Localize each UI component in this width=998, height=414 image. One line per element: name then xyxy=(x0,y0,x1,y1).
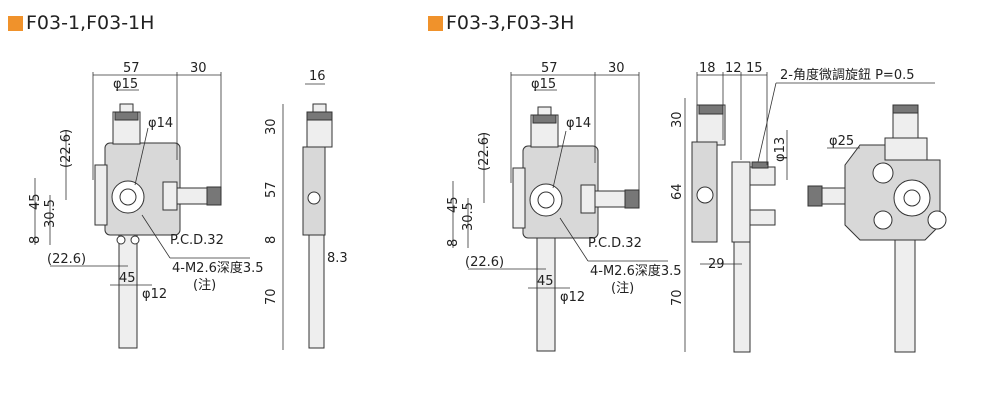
note-label: (注) xyxy=(611,281,634,296)
dim-18: 18 xyxy=(699,61,716,76)
dim-30: 30 xyxy=(670,111,685,128)
dim-8-3: 8.3 xyxy=(327,251,348,266)
tap-label: 4-M2.6深度3.5 xyxy=(590,263,682,279)
dim-22-6-vertical: (22.6) xyxy=(59,129,74,168)
tap-label: 4-M2.6深度3.5 xyxy=(172,260,264,276)
title-text: F03-1,F03-1H xyxy=(26,12,155,34)
dim-45-horizontal: 45 xyxy=(537,274,554,289)
dim-phi13: φ13 xyxy=(773,137,788,162)
dim-22-6-vertical: (22.6) xyxy=(477,132,492,171)
dim-phi14: φ14 xyxy=(148,116,173,131)
dim-45-horizontal: 45 xyxy=(119,271,136,286)
dim-phi12: φ12 xyxy=(142,287,167,302)
fine-adjust-knob-label: 2-角度微調旋鈕 P=0.5 xyxy=(780,67,915,83)
dim-45-vertical: 45 xyxy=(28,193,43,210)
dim-12: 12 xyxy=(725,61,742,76)
orange-square-icon xyxy=(8,15,23,31)
dim-22-6-horizontal: (22.6) xyxy=(47,252,86,267)
dim-15: 15 xyxy=(746,61,763,76)
dim-8: 8 xyxy=(264,236,279,244)
dim-70: 70 xyxy=(670,289,685,306)
dim-phi15: φ15 xyxy=(531,77,556,92)
dim-8: 8 xyxy=(28,236,43,244)
dim-width-57: 57 xyxy=(123,61,140,76)
dim-phi25: φ25 xyxy=(829,134,854,149)
dim-phi15: φ15 xyxy=(113,77,138,92)
dim-29: 29 xyxy=(708,257,725,272)
dim-phi14: φ14 xyxy=(566,116,591,131)
title-text: F03-3,F03-3H xyxy=(446,12,575,34)
dim-30-5: 30.5 xyxy=(43,199,58,228)
section-title-f03-3: F03-3,F03-3H xyxy=(428,12,574,34)
side-view-f03-1: 16 30 57 8 8.3 70 xyxy=(264,69,348,350)
dim-30-5: 30.5 xyxy=(461,202,476,231)
pcd-label: P.C.D.32 xyxy=(170,233,224,248)
dim-70: 70 xyxy=(264,288,279,305)
dim-8: 8 xyxy=(446,239,461,247)
dim-phi12: φ12 xyxy=(560,290,585,305)
iso-view-f03-3: φ25 xyxy=(807,104,947,353)
dim-width-30: 30 xyxy=(190,61,207,76)
dim-64: 64 xyxy=(670,183,685,200)
pcd-label: P.C.D.32 xyxy=(588,236,642,251)
side-view-f03-3: 18 12 15 2-角度微調旋鈕 P=0.5 φ13 30 64 29 70 xyxy=(670,61,935,353)
dim-16: 16 xyxy=(309,69,326,84)
dim-57: 57 xyxy=(264,181,279,198)
dim-22-6-horizontal: (22.6) xyxy=(465,255,504,270)
note-label: (注) xyxy=(193,278,216,293)
dim-45-vertical: 45 xyxy=(446,196,461,213)
dim-width-30: 30 xyxy=(608,61,625,76)
section-title-f03-1: F03-1,F03-1H xyxy=(8,12,154,34)
orange-square-icon xyxy=(428,15,443,31)
front-view-f03-3: 57 30 φ15 φ14 (22.6) 45 30.5 8 (22.6) 45… xyxy=(446,61,682,352)
dim-width-57: 57 xyxy=(541,61,558,76)
front-view-f03-1: 57 30 φ15 φ14 (22.6) 45 30.5 8 (22.6) 45… xyxy=(28,61,264,349)
dim-30: 30 xyxy=(264,118,279,135)
